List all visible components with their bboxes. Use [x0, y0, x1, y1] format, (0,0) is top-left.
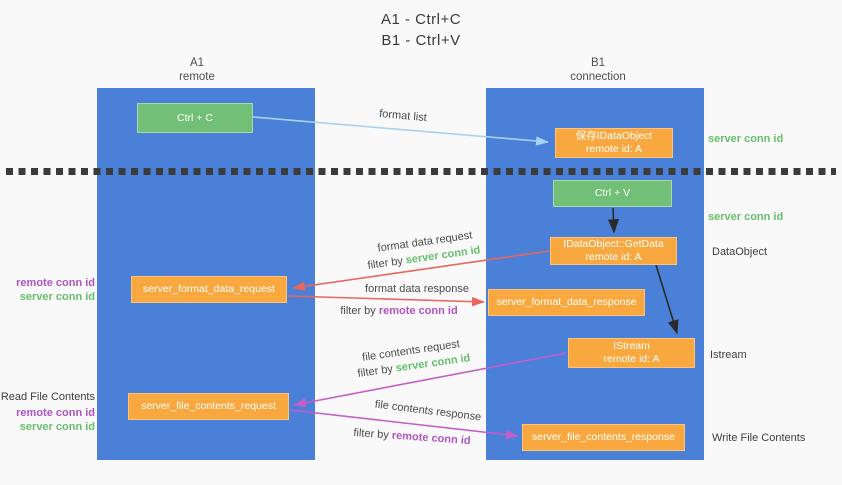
remote-conn-id-text: remote conn id	[378, 305, 458, 317]
edge-label-format-list: format list	[378, 107, 428, 125]
edge-label-filter-by-remote-conn-id-2: filter by remote conn id	[353, 427, 471, 447]
lane-a1-name: A1	[189, 57, 205, 69]
node-format-request-label: server_format_data_request	[143, 283, 275, 295]
lane-header-b1: B1 connection	[518, 56, 678, 84]
title-line-1: A1 - Ctrl+C	[380, 11, 462, 28]
node-istream-line2: remote id: A	[603, 353, 660, 365]
side-label-server-conn-id-mid: server conn id	[708, 211, 784, 223]
node-ctrl-v: Ctrl + V	[553, 180, 672, 207]
node-format-response-label: server_format_data_response	[496, 296, 637, 308]
node-istream-line1: IStream	[613, 340, 650, 352]
filter-by-text: filter by	[366, 254, 407, 272]
node-istream: IStream remote id: A	[568, 338, 695, 368]
node-server-format-data-response: server_format_data_response	[488, 289, 645, 316]
node-save-idataobject: 保存IDataObject remote id: A	[555, 128, 673, 158]
left-label-server-conn-id-2: server conn id	[19, 421, 95, 433]
diagram-title: A1 - Ctrl+C B1 - Ctrl+V	[0, 9, 842, 51]
filter-by-text: filter by	[356, 362, 397, 380]
node-ctrl-c: Ctrl + C	[137, 103, 253, 133]
lane-a1-subtitle: remote	[179, 71, 215, 83]
node-getdata-line1: IDataObject::GetData	[563, 238, 664, 250]
node-server-format-data-request: server_format_data_request	[131, 276, 287, 303]
left-label-read-file-contents: Read File Contents	[0, 391, 95, 403]
node-ctrl-c-label: Ctrl + C	[177, 111, 213, 124]
side-label-write-file-contents: Write File Contents	[712, 432, 806, 444]
edge-label-file-contents-response: file contents response	[374, 398, 482, 424]
left-label-remote-conn-id-2: remote conn id	[16, 407, 95, 419]
node-idataobject-getdata: IDataObject::GetData remote id: A	[550, 237, 677, 265]
node-server-file-contents-request: server_file_contents_request	[128, 393, 289, 420]
remote-conn-id-text: remote conn id	[391, 429, 471, 448]
session-divider-line	[6, 168, 836, 175]
left-label-block-format: remote conn id server conn id	[0, 276, 95, 304]
filter-by-text: filter by	[340, 305, 379, 317]
edge-label-filter-by-remote-conn-id-1: filter by remote conn id	[340, 305, 457, 317]
lane-b1-name: B1	[590, 57, 606, 69]
side-label-istream: Istream	[710, 349, 747, 361]
node-save-idataobject-line1: 保存IDataObject	[575, 130, 653, 142]
node-save-idataobject-line2: remote id: A	[585, 143, 643, 155]
left-label-server-conn-id-1: server conn id	[19, 291, 95, 303]
title-line-2: B1 - Ctrl+V	[381, 32, 461, 49]
side-label-dataobject: DataObject	[712, 246, 768, 258]
edge-label-format-data-response: format data response	[365, 283, 469, 295]
side-label-server-conn-id-top: server conn id	[708, 133, 784, 145]
left-label-block-file: Read File Contents remote conn id server…	[0, 390, 95, 434]
node-ctrl-v-label: Ctrl + V	[594, 187, 631, 199]
node-file-response-label: server_file_contents_response	[531, 431, 675, 443]
filter-by-text: filter by	[353, 426, 393, 442]
node-getdata-line2: remote id: A	[585, 251, 642, 263]
node-file-request-label: server_file_contents_request	[141, 400, 276, 412]
lane-b1-subtitle: connection	[570, 71, 626, 83]
lane-header-a1: A1 remote	[117, 56, 277, 84]
left-label-remote-conn-id-1: remote conn id	[16, 277, 95, 289]
arrow-format-data-response	[287, 295, 485, 307]
node-server-file-contents-response: server_file_contents_response	[522, 424, 685, 451]
